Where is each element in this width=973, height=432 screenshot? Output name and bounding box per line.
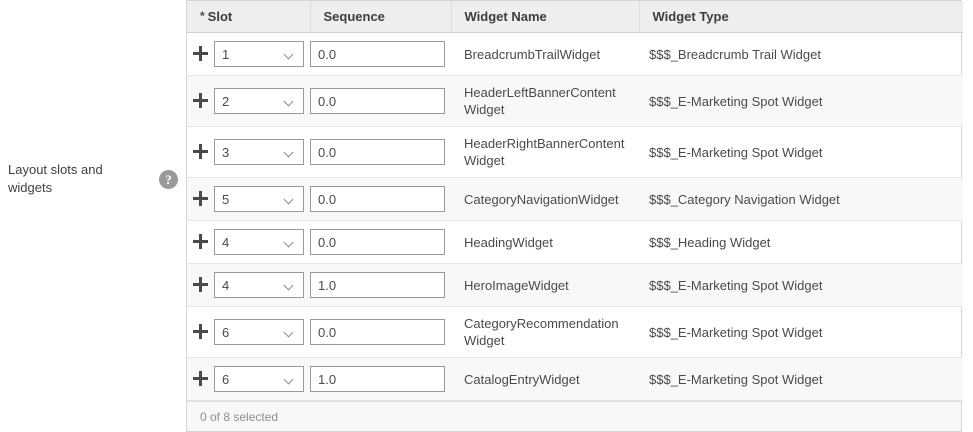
plus-icon[interactable]	[193, 276, 208, 294]
slot-select[interactable]: 1	[214, 41, 304, 67]
sequence-input[interactable]	[310, 229, 445, 255]
required-marker: *	[200, 9, 205, 23]
table-row[interactable]: 6 CategoryRecommendation Widget$$$_E-Mark…	[187, 306, 963, 358]
column-header-widget-type[interactable]: Widget Type	[639, 1, 963, 33]
plus-icon[interactable]	[193, 143, 208, 161]
slot-select-value: 4	[222, 278, 230, 293]
chevron-down-icon[interactable]	[285, 239, 294, 244]
table-header: *Slot Sequence Widget Name Widget Type	[187, 1, 963, 33]
table-row[interactable]: 3 HeaderRightBannerContent Widget$$$_E-Ma…	[187, 126, 963, 178]
slot-select-value: 4	[222, 235, 230, 250]
cell-widget-type: $$$_Breadcrumb Trail Widget	[639, 32, 963, 76]
slot-select[interactable]: 4	[214, 229, 304, 255]
cell-sequence	[310, 357, 451, 401]
sequence-input[interactable]	[310, 366, 445, 392]
table-row[interactable]: 4 HeadingWidget$$$_Heading Widget	[187, 220, 963, 264]
chevron-down-icon[interactable]	[285, 376, 294, 381]
cell-widget-type: $$$_E-Marketing Spot Widget	[639, 357, 963, 401]
slot-select[interactable]: 4	[214, 272, 304, 298]
cell-sequence	[310, 220, 451, 264]
cell-widget-type: $$$_E-Marketing Spot Widget	[639, 306, 963, 358]
cell-widget-name: HeaderRightBannerContent Widget	[451, 126, 639, 178]
slot-select[interactable]: 6	[214, 319, 304, 345]
slot-select-value: 3	[222, 145, 230, 160]
cell-slot: 5	[187, 177, 310, 221]
slot-select-value: 6	[222, 372, 230, 387]
table-row[interactable]: 6 CatalogEntryWidget$$$_E-Marketing Spot …	[187, 357, 963, 401]
cell-sequence	[310, 263, 451, 307]
cell-widget-name: HeaderLeftBannerContent Widget	[451, 75, 639, 127]
cell-widget-name: HeroImageWidget	[451, 263, 639, 307]
column-header-widget-name-label: Widget Name	[464, 9, 547, 24]
cell-slot: 4	[187, 263, 310, 307]
slot-select-value: 1	[222, 47, 230, 62]
cell-widget-name: CatalogEntryWidget	[451, 357, 639, 401]
table-body: 1 BreadcrumbTrailWidget$$$_Breadcrumb Tra…	[187, 32, 963, 401]
cell-widget-type: $$$_Heading Widget	[639, 220, 963, 264]
cell-widget-type: $$$_E-Marketing Spot Widget	[639, 126, 963, 178]
chevron-down-icon[interactable]	[285, 282, 294, 287]
chevron-down-icon[interactable]	[285, 51, 294, 56]
table-row[interactable]: 1 BreadcrumbTrailWidget$$$_Breadcrumb Tra…	[187, 32, 963, 76]
table-row[interactable]: 4 HeroImageWidget$$$_E-Marketing Spot Wid…	[187, 263, 963, 307]
cell-sequence	[310, 32, 451, 76]
sequence-input[interactable]	[310, 272, 445, 298]
column-header-sequence-label: Sequence	[323, 9, 385, 24]
cell-widget-name: CategoryRecommendation Widget	[451, 306, 639, 358]
column-header-slot[interactable]: *Slot	[187, 1, 311, 33]
sequence-input[interactable]	[310, 139, 445, 165]
cell-slot: 2	[187, 75, 310, 127]
column-header-sequence[interactable]: Sequence	[310, 1, 452, 33]
chevron-down-icon[interactable]	[285, 196, 294, 201]
plus-icon[interactable]	[193, 92, 208, 110]
sequence-input[interactable]	[310, 319, 445, 345]
cell-widget-name: CategoryNavigationWidget	[451, 177, 639, 221]
slot-select-value: 5	[222, 192, 230, 207]
chevron-down-icon[interactable]	[285, 329, 294, 334]
plus-icon[interactable]	[193, 190, 208, 208]
sequence-input[interactable]	[310, 88, 445, 114]
cell-sequence	[310, 306, 451, 358]
table-row[interactable]: 2 HeaderLeftBannerContent Widget$$$_E-Mar…	[187, 75, 963, 127]
table-row[interactable]: 5 CategoryNavigationWidget$$$_Category Na…	[187, 177, 963, 221]
field-label-area: Layout slots and widgets ?	[0, 0, 185, 406]
sequence-input[interactable]	[310, 41, 445, 67]
help-circle-icon[interactable]: ?	[159, 170, 178, 189]
cell-widget-type: $$$_E-Marketing Spot Widget	[639, 263, 963, 307]
cell-slot: 6	[187, 357, 310, 401]
column-header-widget-name[interactable]: Widget Name	[451, 1, 640, 33]
cell-slot: 6	[187, 306, 310, 358]
cell-slot: 4	[187, 220, 310, 264]
plus-icon[interactable]	[193, 45, 208, 63]
layout-slots-and-widgets-table: *Slot Sequence Widget Name Widget Type 1…	[186, 0, 963, 432]
page-title: Layout slots and widgets	[8, 162, 103, 195]
cell-sequence	[310, 75, 451, 127]
cell-widget-name: BreadcrumbTrailWidget	[451, 32, 639, 76]
cell-widget-name: HeadingWidget	[451, 220, 639, 264]
column-header-slot-label: Slot	[207, 9, 233, 24]
chevron-down-icon[interactable]	[285, 98, 294, 103]
slot-select[interactable]: 2	[214, 88, 304, 114]
table-header-row: *Slot Sequence Widget Name Widget Type	[187, 1, 963, 33]
cell-sequence	[310, 177, 451, 221]
sequence-input[interactable]	[310, 186, 445, 212]
cell-widget-type: $$$_E-Marketing Spot Widget	[639, 75, 963, 127]
cell-sequence	[310, 126, 451, 178]
chevron-down-icon[interactable]	[285, 149, 294, 154]
cell-widget-type: $$$_Category Navigation Widget	[639, 177, 963, 221]
slot-select-value: 2	[222, 94, 230, 109]
slot-select-value: 6	[222, 325, 230, 340]
cell-slot: 3	[187, 126, 310, 178]
plus-icon[interactable]	[193, 370, 208, 388]
slot-select[interactable]: 6	[214, 366, 304, 392]
plus-icon[interactable]	[193, 323, 208, 341]
slot-select[interactable]: 3	[214, 139, 304, 165]
slot-select[interactable]: 5	[214, 186, 304, 212]
widget-grid: *Slot Sequence Widget Name Widget Type 1…	[187, 1, 963, 401]
cell-slot: 1	[187, 32, 310, 76]
column-header-widget-type-label: Widget Type	[652, 9, 729, 24]
plus-icon[interactable]	[193, 233, 208, 251]
